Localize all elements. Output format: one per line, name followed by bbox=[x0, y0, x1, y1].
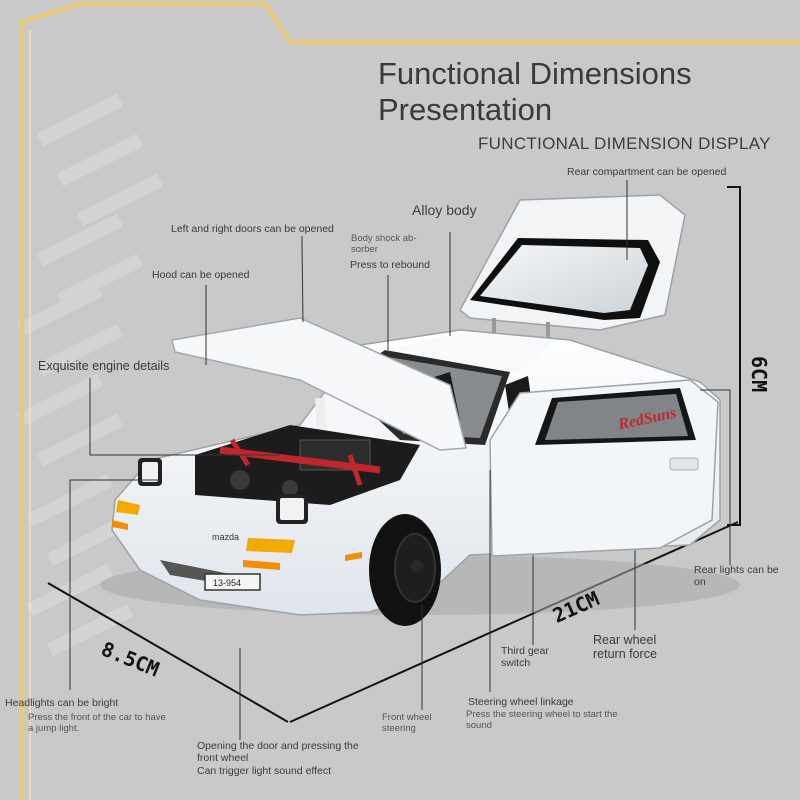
length-dimension-line bbox=[289, 521, 739, 723]
front-wheel bbox=[369, 514, 441, 626]
page-subtitle: FUNCTIONAL DIMENSION DISPLAY bbox=[478, 134, 771, 153]
brand-badge: mazda bbox=[212, 532, 239, 542]
label-light-sound: Can trigger light sound effect bbox=[197, 765, 332, 777]
label-rear-wheel: Rear wheel return force bbox=[593, 633, 657, 662]
label-jump-light: Press the front of the car to have a jum… bbox=[28, 712, 166, 734]
label-front-wheel: Front wheel steering bbox=[382, 712, 432, 734]
label-hood: Hood can be opened bbox=[152, 269, 250, 281]
height-dimension-label: 6CM bbox=[747, 356, 771, 393]
leader-lines bbox=[69, 180, 731, 740]
label-engine: Exquisite engine details bbox=[38, 359, 170, 373]
label-headlights: Headlights can be bright bbox=[5, 697, 119, 709]
label-press-rebound: Press to rebound bbox=[350, 259, 430, 271]
page-title-line1: Functional Dimensions bbox=[378, 56, 692, 91]
page-title: Functional Dimensions Presentation bbox=[378, 56, 692, 127]
license-plate: 13-954 bbox=[213, 578, 241, 588]
width-dimension-line bbox=[47, 582, 289, 723]
front-bumper: mazda 13-954 bbox=[112, 500, 362, 591]
engine-bay bbox=[195, 425, 420, 505]
gold-frame bbox=[19, 1, 800, 800]
label-steering-linkage: Steering wheel linkage bbox=[468, 696, 574, 708]
label-third-gear: Third gear switch bbox=[501, 645, 549, 670]
label-opening-door: Opening the door and pressing the front … bbox=[197, 740, 359, 765]
height-dimension-line bbox=[727, 186, 741, 526]
label-rear-compartment: Rear compartment can be opened bbox=[567, 166, 727, 178]
rear-hatch bbox=[459, 194, 686, 340]
page-title-line2: Presentation bbox=[378, 91, 553, 127]
label-rear-lights: Rear lights can be on bbox=[694, 564, 779, 589]
label-steering-press: Press the steering wheel to start the so… bbox=[466, 709, 618, 731]
label-alloy-body: Alloy body bbox=[412, 202, 477, 218]
label-doors: Left and right doors can be opened bbox=[171, 223, 334, 235]
headlights bbox=[138, 458, 308, 524]
label-shock-absorber: Body shock ab- sorber bbox=[351, 233, 417, 255]
open-door: RedSuns bbox=[489, 379, 719, 557]
